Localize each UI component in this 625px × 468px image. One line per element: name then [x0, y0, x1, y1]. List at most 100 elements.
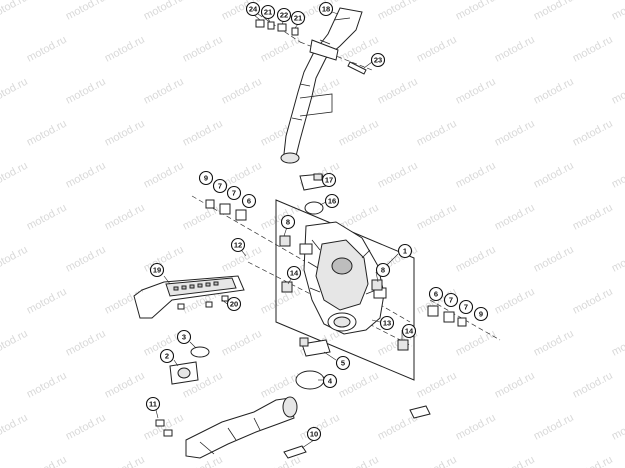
watermark-text: motod.ru [532, 328, 576, 359]
watermark-text: motod.ru [571, 34, 615, 65]
pipe-sleeve [169, 361, 199, 385]
callout-6: 6 [241, 193, 257, 209]
watermark-text: motod.ru [610, 412, 625, 443]
shield-vent-holes [173, 281, 219, 291]
small-bracket [409, 405, 431, 419]
svg-text:7: 7 [449, 296, 453, 305]
callout-23: 23 [370, 52, 386, 68]
rubber-grommet [371, 279, 383, 291]
watermark-text: motod.ru [64, 160, 108, 191]
svg-text:20: 20 [230, 300, 238, 309]
watermark-text: motod.ru [0, 328, 30, 359]
watermark-text: motod.ru [454, 0, 498, 23]
clamp-ring [190, 346, 210, 358]
callout-11: 11 [145, 396, 161, 412]
svg-text:21: 21 [264, 8, 272, 17]
watermark-text: motod.ru [493, 286, 537, 317]
watermark-text: motod.ru [337, 370, 381, 401]
nut-part [277, 23, 287, 32]
svg-text:7: 7 [218, 182, 222, 191]
bushing-part [457, 317, 467, 327]
watermark-text: motod.ru [493, 370, 537, 401]
callout-18: 18 [318, 1, 334, 17]
svg-text:22: 22 [280, 11, 288, 20]
callout-24: 24 [245, 1, 261, 17]
watermark-text: motod.ru [0, 76, 30, 107]
watermark-text: motod.ru [376, 160, 420, 191]
watermark-text: motod.ru [0, 0, 30, 23]
watermark-text: motod.ru [220, 76, 264, 107]
watermark-text: motod.ru [259, 454, 303, 468]
svg-text:19: 19 [153, 266, 161, 275]
callout-13: 13 [379, 315, 395, 331]
rubber-grommet [397, 339, 409, 351]
watermark-text: motod.ru [0, 160, 30, 191]
watermark-text: motod.ru [415, 202, 459, 233]
callout-14: 14 [286, 265, 302, 281]
watermark-text: motod.ru [25, 202, 69, 233]
watermark-text: motod.ru [103, 202, 147, 233]
rubber-grommet [279, 235, 291, 247]
bolt-part [347, 61, 367, 75]
callout-9: 9 [473, 306, 489, 322]
watermark-text: motod.ru [103, 454, 147, 468]
svg-text:10: 10 [310, 430, 318, 439]
o2-sensor-clamp [299, 337, 331, 357]
watermark-text: motod.ru [571, 286, 615, 317]
svg-text:17: 17 [325, 176, 333, 185]
svg-text:16: 16 [328, 197, 336, 206]
watermark-text: motod.ru [493, 202, 537, 233]
watermark-text: motod.ru [64, 76, 108, 107]
watermark-text: motod.ru [259, 202, 303, 233]
watermark-text: motod.ru [571, 370, 615, 401]
callout-8: 8 [375, 262, 391, 278]
svg-text:18: 18 [322, 5, 330, 14]
spacer-set-left [205, 199, 293, 293]
assembly-frame [275, 199, 415, 381]
svg-text:4: 4 [328, 377, 333, 386]
bolt-part [283, 445, 307, 459]
watermark-text: motod.ru [25, 370, 69, 401]
watermark-text: motod.ru [337, 454, 381, 468]
watermark-text: motod.ru [64, 412, 108, 443]
callout-17: 17 [321, 172, 337, 188]
svg-text:21: 21 [294, 14, 302, 23]
mount-tab [299, 243, 313, 255]
svg-text:1: 1 [403, 247, 407, 256]
callout-8: 8 [280, 214, 296, 230]
watermark-text: motod.ru [25, 34, 69, 65]
watermark-text: motod.ru [493, 118, 537, 149]
watermark-text: motod.ru [454, 244, 498, 275]
watermark-text: motod.ru [571, 118, 615, 149]
clip-part [155, 419, 165, 427]
watermark-text: motod.ru [610, 76, 625, 107]
watermark-text: motod.ru [415, 118, 459, 149]
watermark-text: motod.ru [64, 244, 108, 275]
watermark-text: motod.ru [610, 0, 625, 23]
watermark-text: motod.ru [64, 328, 108, 359]
svg-text:12: 12 [234, 241, 242, 250]
watermark-text: motod.ru [142, 412, 186, 443]
svg-text:3: 3 [182, 333, 186, 342]
watermark-text: motod.ru [103, 118, 147, 149]
pipe-bracket [309, 39, 339, 61]
callout-21: 21 [260, 4, 276, 20]
watermark-text: motod.ru [259, 34, 303, 65]
bushing-part [205, 199, 215, 209]
svg-text:24: 24 [249, 5, 258, 14]
watermark-text: motod.ru [259, 286, 303, 317]
watermark-text: motod.ru [493, 454, 537, 468]
watermark-text: motod.ru [571, 202, 615, 233]
watermark-text: motod.ru [532, 244, 576, 275]
shield-screws [177, 295, 229, 310]
bushing-part [235, 209, 247, 221]
watermark-text: motod.ru [376, 76, 420, 107]
callout-20: 20 [226, 296, 242, 312]
svg-text:2: 2 [165, 352, 169, 361]
svg-text:9: 9 [204, 174, 208, 183]
callout-7: 7 [458, 299, 474, 315]
clip-part [163, 429, 173, 437]
watermark-text: motod.ru [454, 160, 498, 191]
watermark-text: motod.ru [454, 76, 498, 107]
